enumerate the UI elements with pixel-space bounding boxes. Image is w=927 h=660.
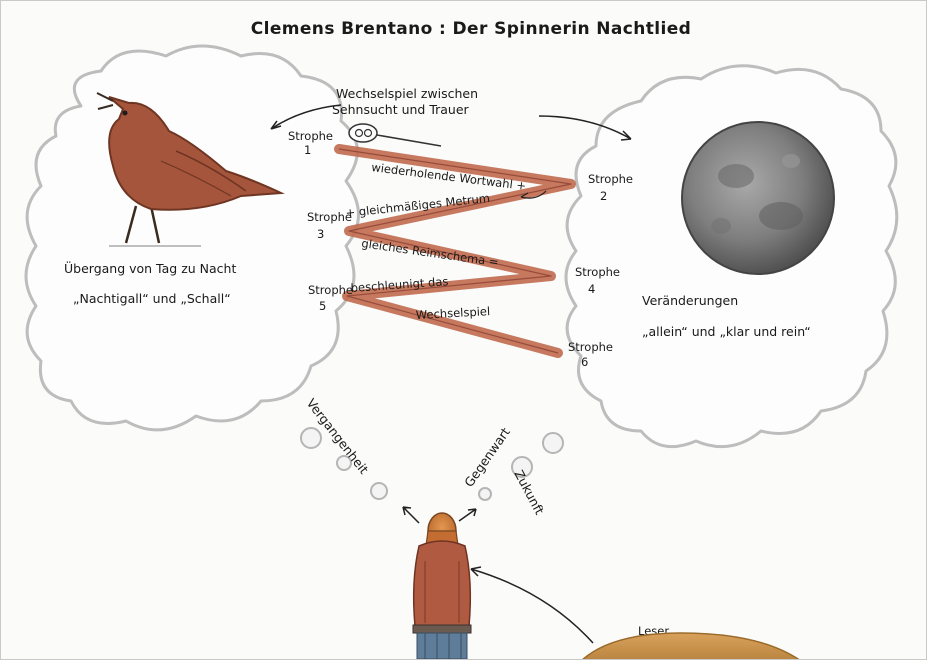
strophe-6-label: Strophe xyxy=(568,340,613,354)
future-label: Zukunft xyxy=(511,467,547,517)
right-cloud-line2: „allein“ und „klar und rein“ xyxy=(642,324,811,339)
zigzag-label-3: gleiches Reimschema = xyxy=(361,236,500,269)
present-label: Gegenwart xyxy=(461,425,513,490)
right-cloud-line1: Veränderungen xyxy=(642,293,738,308)
arrow-to-future xyxy=(459,509,476,521)
strophe-1-label: Strophe xyxy=(288,129,333,143)
spinner-girl-icon xyxy=(413,513,471,659)
strophe-2-number: 2 xyxy=(600,189,607,203)
strophe-3-number: 3 xyxy=(317,227,324,241)
left-cloud-line2: „Nachtigall“ und „Schall“ xyxy=(73,291,231,306)
reader-head-icon xyxy=(581,633,801,659)
strophe-4-label: Strophe xyxy=(575,265,620,279)
strophe-6-number: 6 xyxy=(581,355,588,369)
left-cloud xyxy=(26,46,359,430)
moon-icon xyxy=(682,122,834,274)
strophe-5-label: Strophe xyxy=(308,283,353,297)
page-title: Clemens Brentano : Der Spinnerin Nachtli… xyxy=(251,19,692,39)
strophe-1-number: 1 xyxy=(304,143,311,157)
arrow-reader-to-girl xyxy=(471,567,593,643)
top-label-line1: Wechselspiel zwischen xyxy=(336,86,478,101)
arrow-to-past xyxy=(403,507,419,523)
left-cloud-line1: Übergang von Tag zu Nacht xyxy=(64,260,236,276)
strophe-2-label: Strophe xyxy=(588,172,633,186)
top-label-line2: Sehnsucht und Trauer xyxy=(332,102,470,117)
zigzag-label-5: Wechselspiel xyxy=(415,304,490,322)
strophe-5-number: 5 xyxy=(319,299,326,313)
spindle-icon xyxy=(349,124,441,146)
strophe-4-number: 4 xyxy=(588,282,595,296)
